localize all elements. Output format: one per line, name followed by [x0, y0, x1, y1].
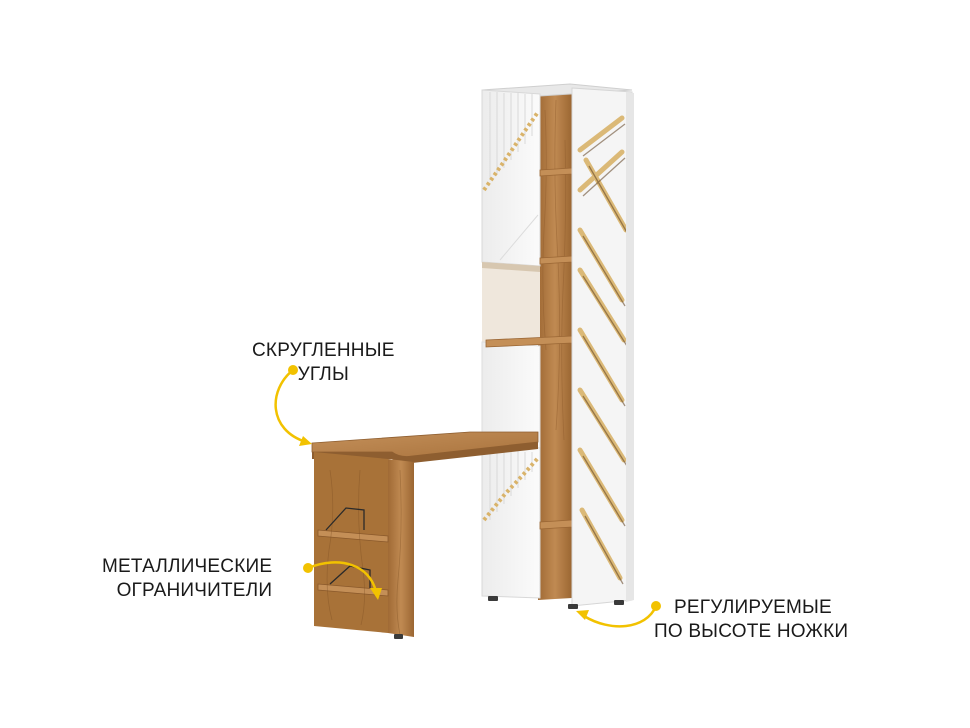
callout-rounded-corners-arrow [274, 365, 312, 446]
label-metal-limiters: МЕТАЛЛИЧЕСКИЕ ОГРАНИЧИТЕЛИ [102, 555, 272, 603]
label-adjustable-legs-line2: ПО ВЫСОТЕ НОЖКИ [654, 621, 849, 642]
lower-door-ribbing [489, 450, 533, 520]
callout-metal-limiters-arrow [303, 561, 382, 600]
label-adjustable-legs-line1: РЕГУЛИРУЕМЫЕ [674, 597, 832, 618]
label-metal-limiters-line1: МЕТАЛЛИЧЕСКИЕ [102, 556, 273, 577]
side-panel [571, 87, 633, 607]
open-niche [482, 262, 540, 344]
label-metal-limiters-line2: ОГРАНИЧИТЕЛИ [116, 580, 273, 601]
desk [311, 431, 539, 639]
desk-shelves [317, 529, 389, 597]
desk-legs [394, 634, 403, 639]
label-rounded-corners-line1: СКРУГЛЕННЫЕ [252, 340, 395, 361]
bookcase-shelves [485, 167, 573, 530]
desk-side-inner [314, 452, 388, 633]
adjustable-legs [488, 596, 624, 609]
desk-side-front [388, 459, 414, 637]
label-adjustable-legs: РЕГУЛИРУЕМЫЕ ПО ВЫСОТЕ НОЖКИ [654, 596, 848, 644]
label-rounded-corners: СКРУГЛЕННЫЕ УГЛЫ [252, 339, 395, 387]
side-pattern-shadow [582, 123, 630, 585]
door-pattern-upper [482, 110, 540, 192]
callout-adjustable-legs-arrow [576, 601, 661, 628]
tall-bookcase [481, 83, 634, 609]
label-rounded-corners-line2: УГЛЫ [297, 364, 349, 385]
